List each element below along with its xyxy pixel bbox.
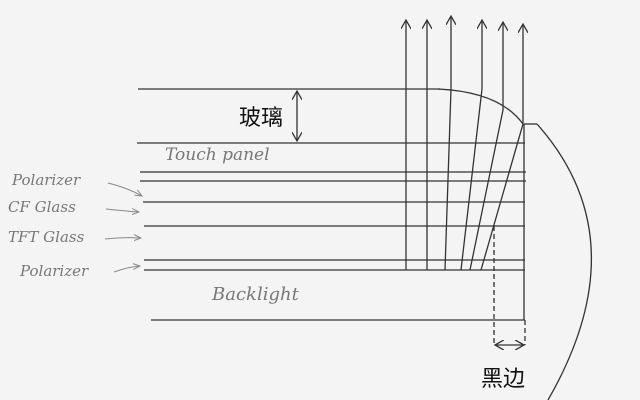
glass-label: 玻璃 — [239, 106, 284, 131]
polarizer-bottom-label: Polarizer — [20, 262, 89, 280]
light-rays — [406, 16, 523, 271]
zoom-arc — [536, 123, 592, 400]
polarizer-top-label: Polarizer — [12, 171, 81, 189]
cf-glass-label: CF Glass — [8, 198, 76, 216]
black-border-label: 黑边 — [481, 367, 526, 392]
tft-glass-label: TFT Glass — [8, 228, 85, 246]
pointer-arrows — [104, 182, 142, 273]
black-border-guides — [493, 226, 526, 345]
glass-curved-edge — [437, 88, 524, 125]
backlight-label: Backlight — [212, 284, 299, 305]
touch-panel-label: Touch panel — [165, 145, 270, 165]
